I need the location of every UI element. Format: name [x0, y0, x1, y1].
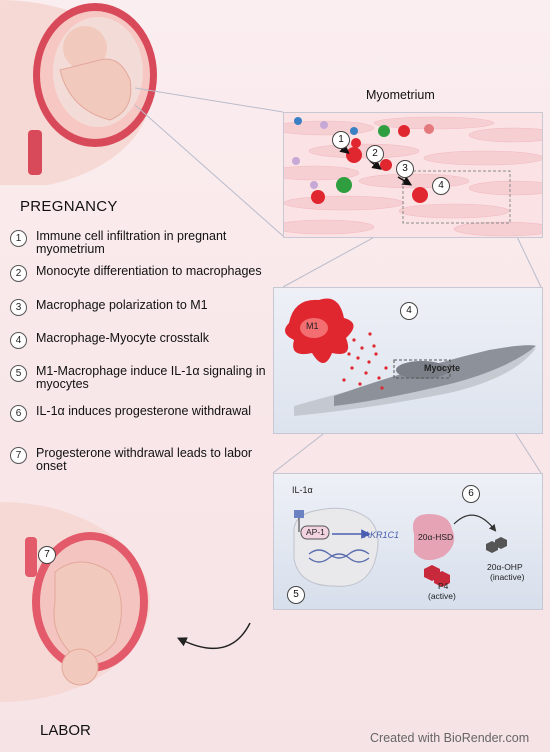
step-number: 4 [10, 332, 27, 349]
labor-badge-7: 7 [38, 546, 56, 564]
myometrium-title: Myometrium [366, 88, 435, 102]
pregnancy-illustration [0, 0, 175, 190]
biorender-credit: Created with BioRender.com [370, 731, 530, 745]
step-text: IL-1α induces progesterone withdrawal [36, 404, 251, 418]
step-number: 2 [10, 265, 27, 282]
p4-label: P4 [438, 581, 449, 591]
step-text: Progesterone withdrawal leads to labor o… [36, 446, 253, 473]
myocyte-label: Myocyte [424, 363, 461, 373]
labor-arrow [176, 622, 251, 650]
step-number: 1 [10, 230, 27, 247]
myometrium-badge-3: 3 [396, 160, 414, 178]
myometrium-badge-4: 4 [432, 177, 450, 195]
step-text: Monocyte differentiation to macrophages [36, 264, 262, 278]
crosstalk-badge-4: 4 [400, 302, 418, 320]
signaling-badge-6: 6 [462, 485, 480, 503]
m1-label: M1 [306, 321, 319, 331]
myometrium-panel [283, 112, 543, 238]
hsd-label: 20α-HSD [418, 532, 454, 542]
pregnancy-label: PREGNANCY [20, 198, 118, 215]
signaling-badge-5: 5 [287, 586, 305, 604]
ohp-state-label: (inactive) [490, 572, 525, 582]
step-number: 5 [10, 365, 27, 382]
labor-illustration [0, 502, 160, 702]
signaling-panel [273, 473, 543, 610]
myometrium-badge-2: 2 [366, 145, 384, 163]
myometrium-badge-1: 1 [332, 131, 350, 149]
il1a-label: IL-1α [292, 485, 313, 495]
p4-state-label: (active) [428, 591, 456, 601]
step-number: 3 [10, 299, 27, 316]
step-text: Immune cell infiltration in pregnant myo… [36, 229, 227, 256]
step-text: Macrophage-Myocyte crosstalk [36, 331, 209, 345]
labor-label: LABOR [40, 722, 91, 739]
ohp-label: 20α-OHP [487, 562, 523, 572]
step-number: 7 [10, 447, 27, 464]
akr1c1-label: AKR1C1 [364, 530, 400, 540]
step-text: Macrophage polarization to M1 [36, 298, 208, 312]
step-number: 6 [10, 405, 27, 422]
ap1-label: AP-1 [306, 527, 325, 537]
step-text: M1-Macrophage induce IL-1α signaling in … [36, 364, 266, 391]
